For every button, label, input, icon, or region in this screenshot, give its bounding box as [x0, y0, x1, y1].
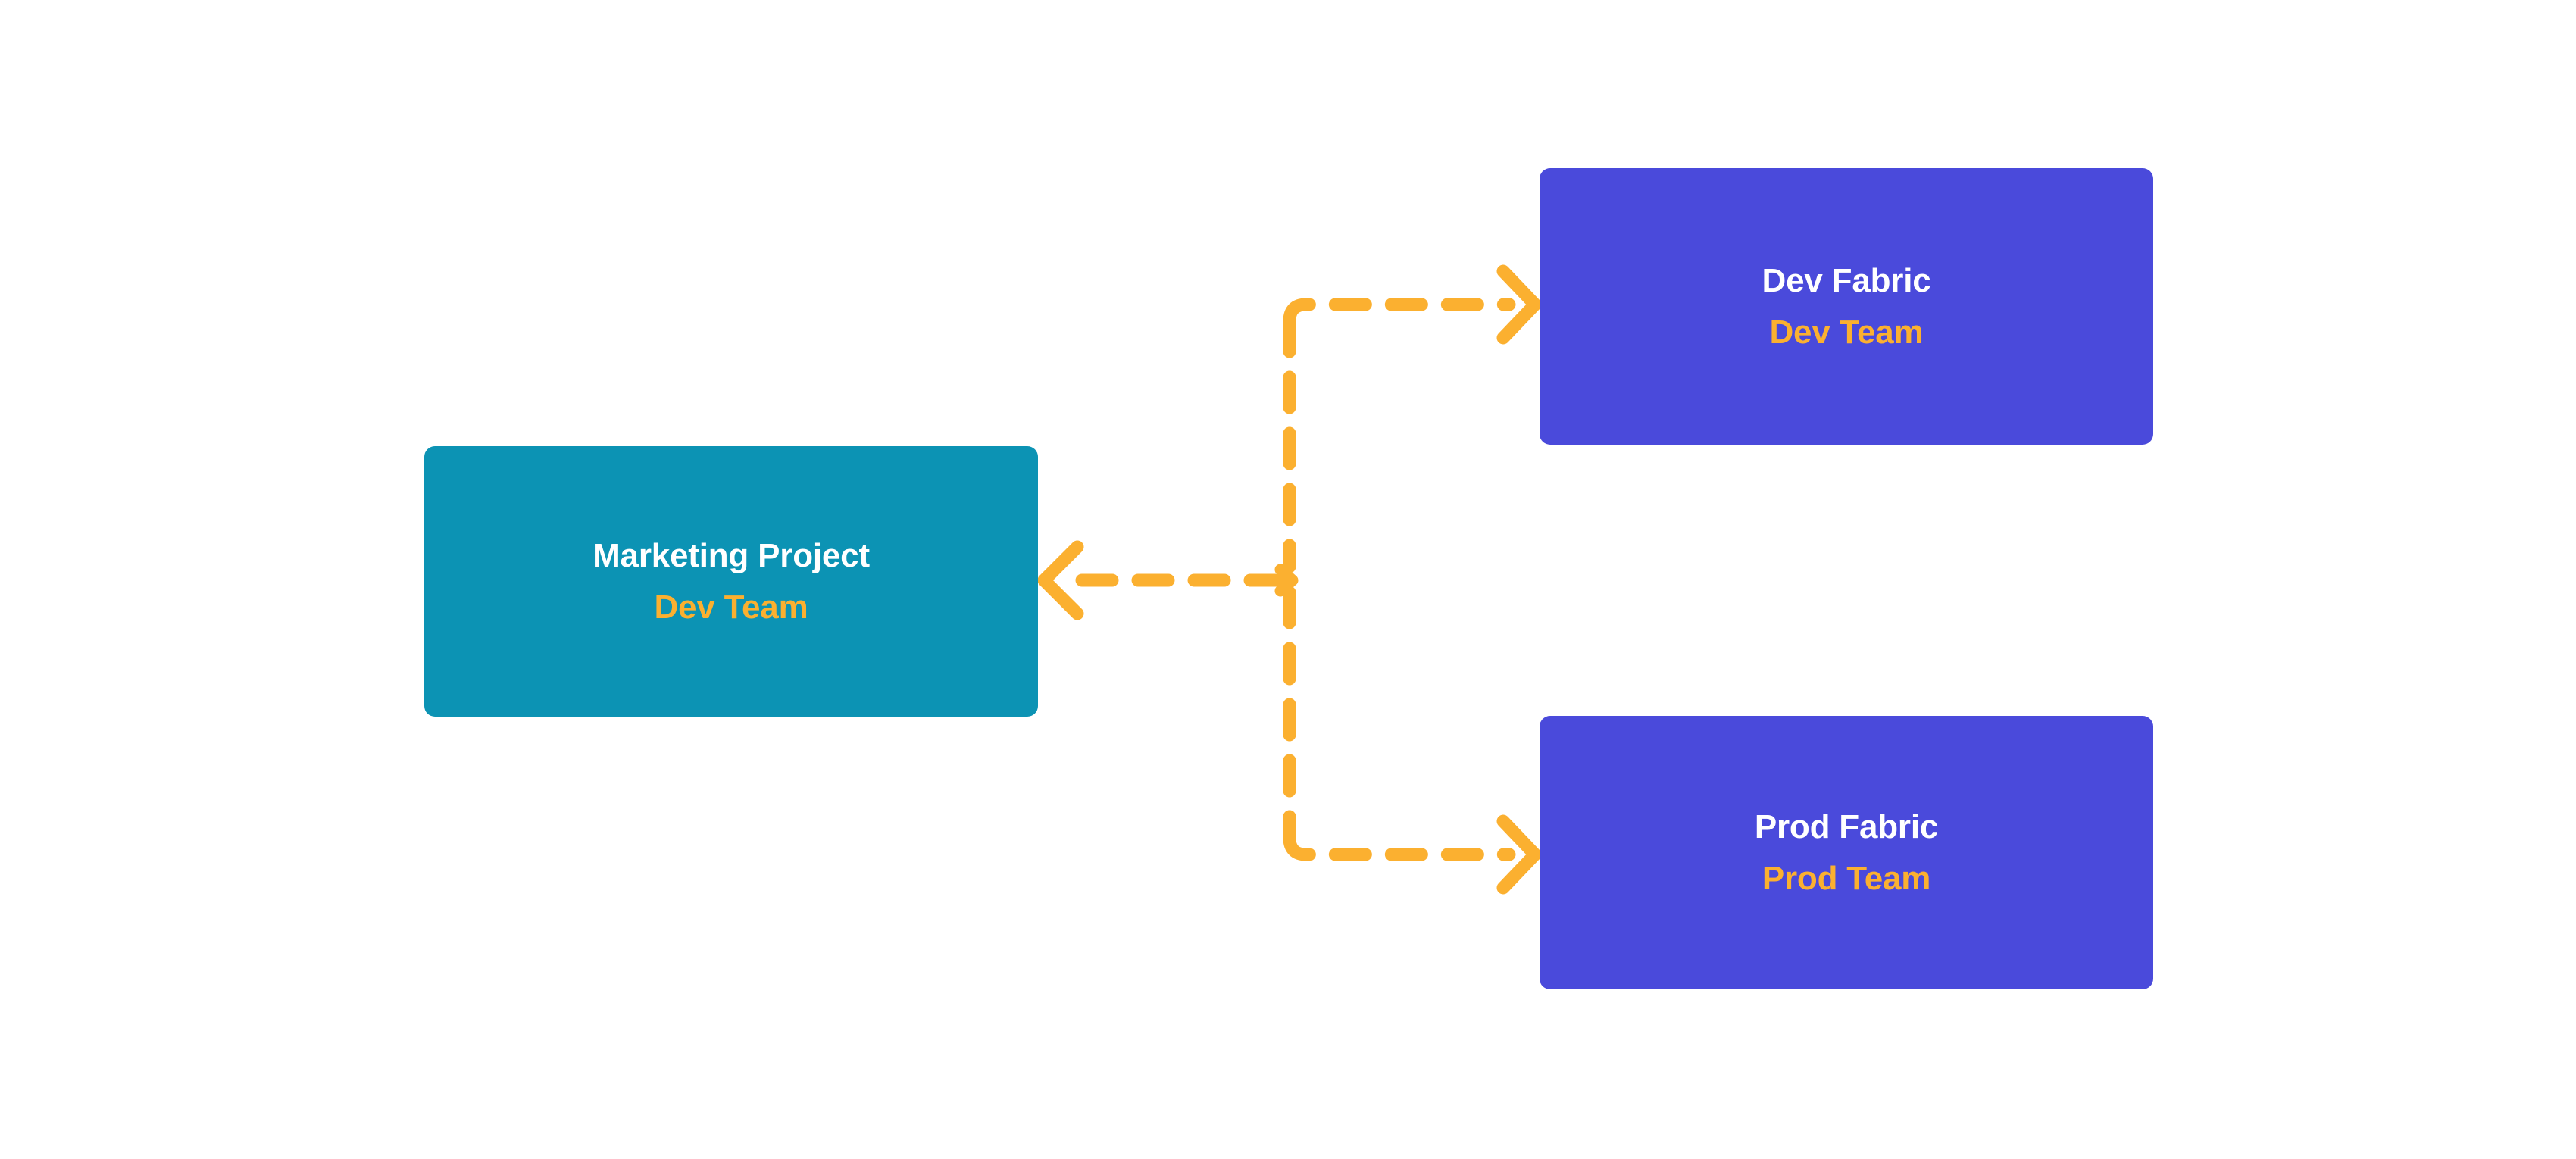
node-marketing-project-title: Marketing Project: [592, 537, 870, 575]
node-dev-fabric-subtitle: Dev Team: [1769, 313, 1924, 351]
node-prod-fabric[interactable]: Prod Fabric Prod Team: [1540, 716, 2153, 989]
node-prod-fabric-title: Prod Fabric: [1754, 808, 1939, 846]
node-marketing-project[interactable]: Marketing Project Dev Team: [424, 446, 1038, 717]
arrowhead-prod-fabric-icon: [1496, 814, 1542, 895]
connector-to-prod-fabric: [1283, 831, 1516, 861]
arrowhead-marketing-project-icon: [1037, 540, 1084, 620]
node-marketing-project-subtitle: Dev Team: [654, 588, 808, 626]
connector-to-dev-fabric: [1283, 298, 1516, 328]
arrowhead-dev-fabric-icon: [1496, 264, 1542, 345]
node-prod-fabric-subtitle: Prod Team: [1762, 859, 1931, 897]
junction-marker-icon: [1274, 564, 1299, 597]
node-dev-fabric[interactable]: Dev Fabric Dev Team: [1540, 168, 2153, 445]
node-dev-fabric-title: Dev Fabric: [1762, 262, 1931, 300]
